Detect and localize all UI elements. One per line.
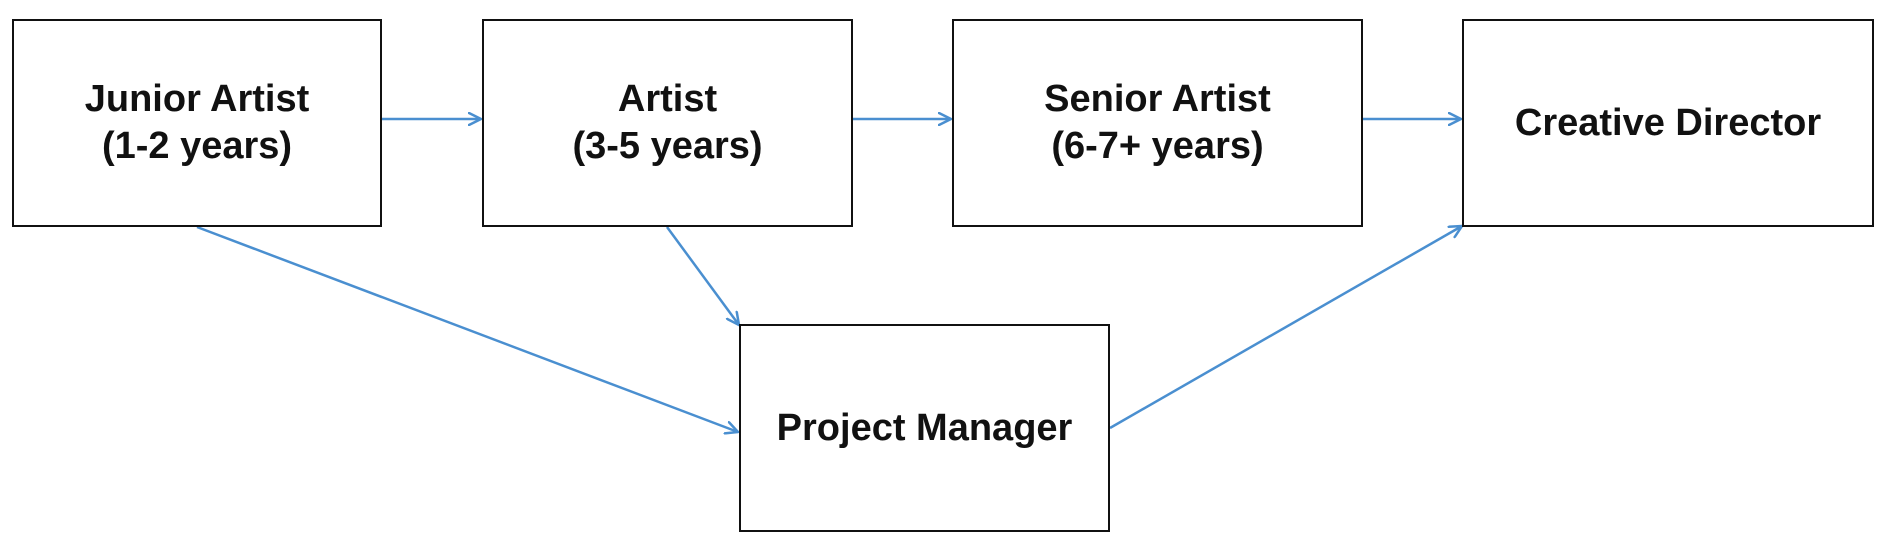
node-junior-title: Junior Artist (84, 78, 310, 120)
node-senior-years: (6-7+ years) (1051, 125, 1264, 167)
node-artist-title: Artist (617, 78, 718, 120)
node-junior-years: (1-2 years) (101, 125, 293, 167)
node-junior-artist: Junior Artist (1-2 years) (12, 19, 382, 227)
edge-junior-to-pm (196, 225, 738, 432)
node-senior-artist: Senior Artist (6-7+ years) (952, 19, 1363, 227)
node-creative-title: Creative Director (1514, 101, 1822, 144)
node-project-manager: Project Manager (739, 324, 1110, 532)
edge-artist-to-pm (665, 226, 739, 325)
node-senior-title: Senior Artist (1044, 78, 1271, 120)
node-creative-director: Creative Director (1462, 19, 1874, 227)
node-artist: Artist (3-5 years) (482, 19, 853, 227)
node-pm-title: Project Manager (776, 406, 1073, 449)
node-artist-years: (3-5 years) (572, 125, 763, 167)
edge-pm-to-creative (1109, 226, 1462, 430)
